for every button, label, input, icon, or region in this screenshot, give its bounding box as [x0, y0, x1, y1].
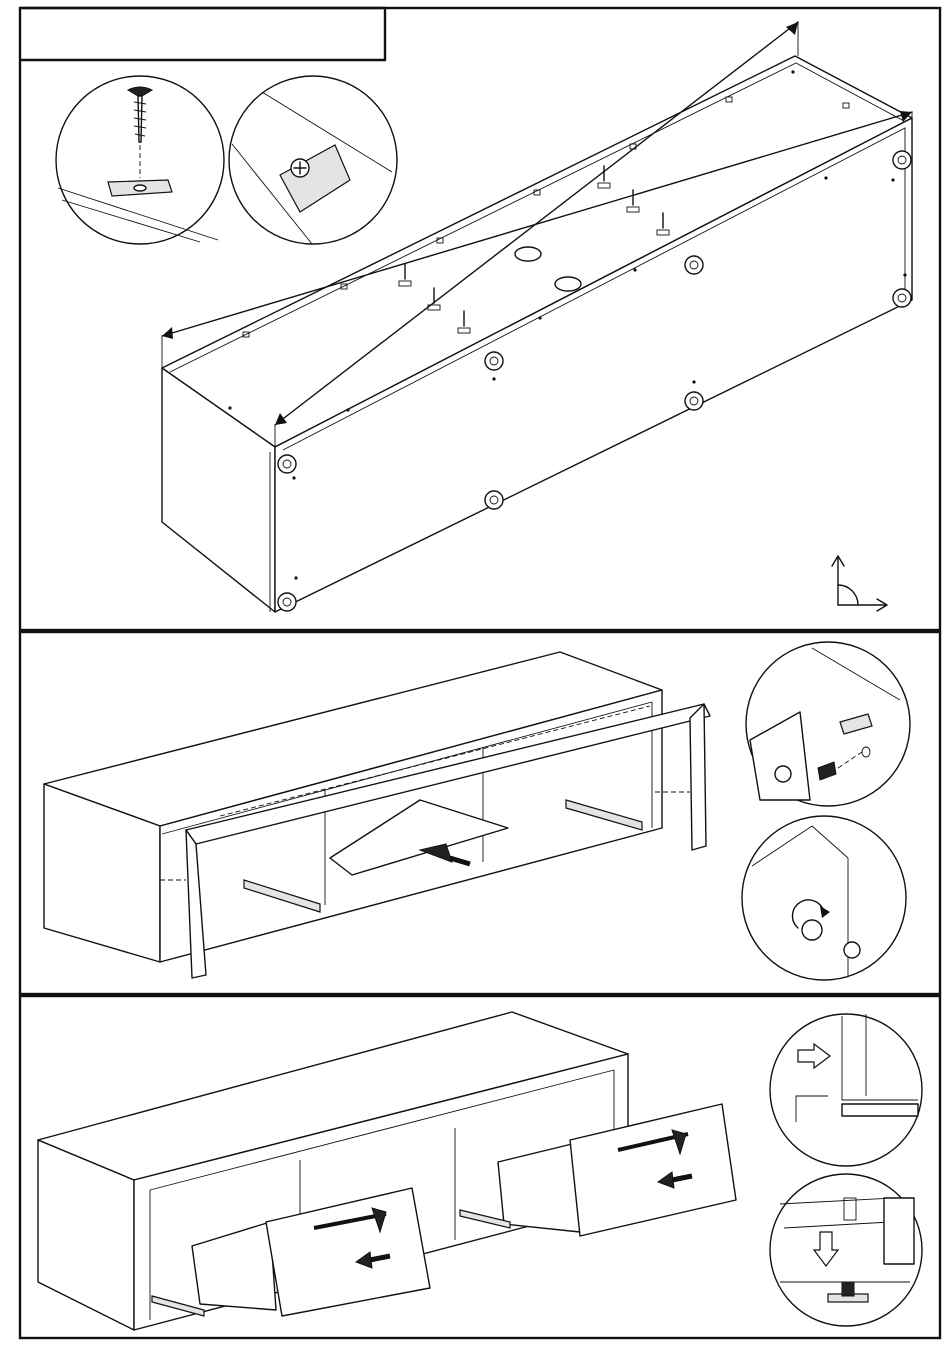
- hinge-plate-detail: [229, 76, 397, 244]
- cam-lock-icon: [775, 766, 791, 782]
- cabinet-with-shelf: [44, 652, 710, 978]
- screw-icon: [128, 87, 152, 96]
- dowel-icon: [840, 714, 872, 734]
- hinge-plate-icon: [280, 145, 350, 212]
- slide-arrow-icon: [798, 1044, 830, 1068]
- rail-detail: [770, 1014, 922, 1166]
- angle-90-icon: [832, 556, 887, 611]
- dowel-detail: [746, 642, 910, 806]
- step-title-box: [20, 8, 385, 60]
- cabinet-with-drawers: [38, 1012, 736, 1330]
- down-arrow-icon: [814, 1232, 838, 1266]
- cabinet-upside-down: [162, 22, 912, 612]
- bolt-icon: [818, 762, 836, 780]
- fitting-detail: [770, 1174, 922, 1326]
- cam-lock-detail: [742, 816, 906, 980]
- screw-detail: [56, 76, 224, 244]
